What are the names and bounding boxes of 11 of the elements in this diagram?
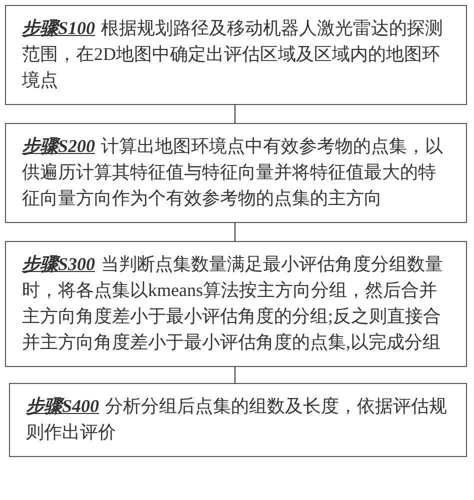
process-box — [5, 123, 467, 223]
connector-line — [234, 105, 236, 123]
connector-line — [234, 223, 236, 241]
step-text: 步骤S300 当判断点集数量满足最小评估角度分组数量时，将各点集以kmeans算法按主方向分组，然后合并主方向角度差小于最小评估角度的分组;反之则直接合并主方向角度差小于最小评估角度的点集,以完成分组 — [22, 253, 444, 354]
process-box — [5, 5, 467, 105]
process-box — [5, 241, 467, 367]
step-text: 步骤S100 根据规划路径及移动机器人激光雷达的探测范围，在2D地图中确定出评估区域及区域内的地图环境点 — [22, 17, 444, 92]
process-box — [9, 383, 467, 457]
step-text: 步骤S200 计算出地图环境点中有效参考物的点集，以供遍历计算其特征值与特征向量并将特征值最大的特征向量方向作为个有效参考物的点集的主方向 — [22, 135, 444, 210]
connector-line — [234, 367, 236, 383]
step-text: 步骤S400 分析分组后点集的组数及长度，依据评估规则作出评价 — [26, 395, 448, 444]
